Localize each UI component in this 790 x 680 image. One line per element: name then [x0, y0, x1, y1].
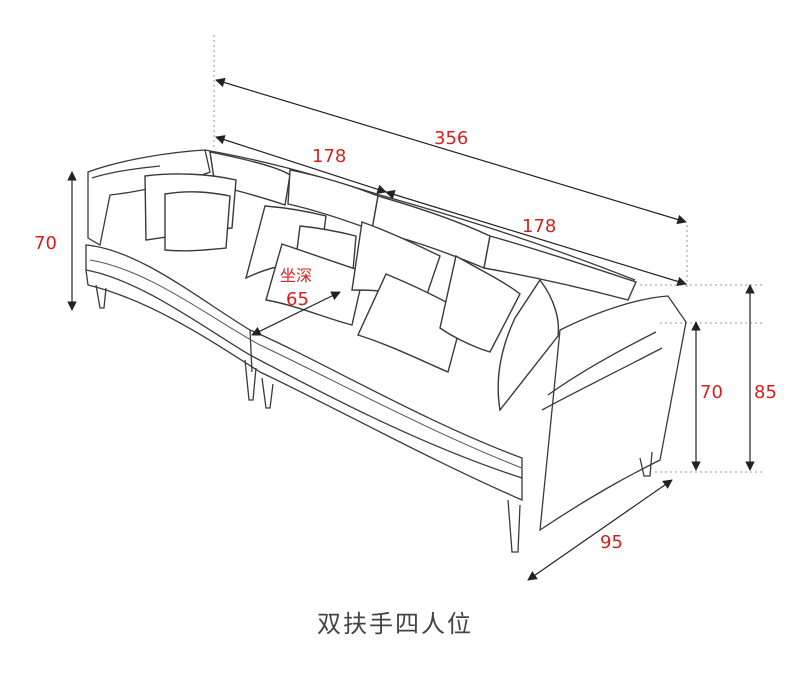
seat-depth-value: 65 [286, 289, 309, 310]
total-length-arrow [215, 77, 687, 225]
right-section-length-label: 178 [522, 216, 556, 237]
seat-depth-arrow [251, 291, 341, 336]
dimension-labels: 356 178 178 70 70 85 坐深 65 95 [34, 128, 777, 553]
left-section-length-label: 178 [312, 146, 346, 167]
sofa-illustration [85, 149, 687, 553]
right-section-arrow [385, 189, 687, 287]
total-length-label: 356 [434, 128, 468, 149]
depth-label: 95 [600, 532, 623, 553]
caption-title: 双扶手四人位 [317, 610, 473, 638]
total-height-label: 85 [754, 382, 777, 403]
dimension-arrows [67, 77, 755, 581]
seat-depth-title: 坐深 [280, 266, 312, 285]
depth-arrow [527, 479, 673, 581]
left-section-arrow [215, 135, 387, 194]
back-height-label: 70 [34, 233, 57, 254]
arm-height-label: 70 [700, 382, 723, 403]
